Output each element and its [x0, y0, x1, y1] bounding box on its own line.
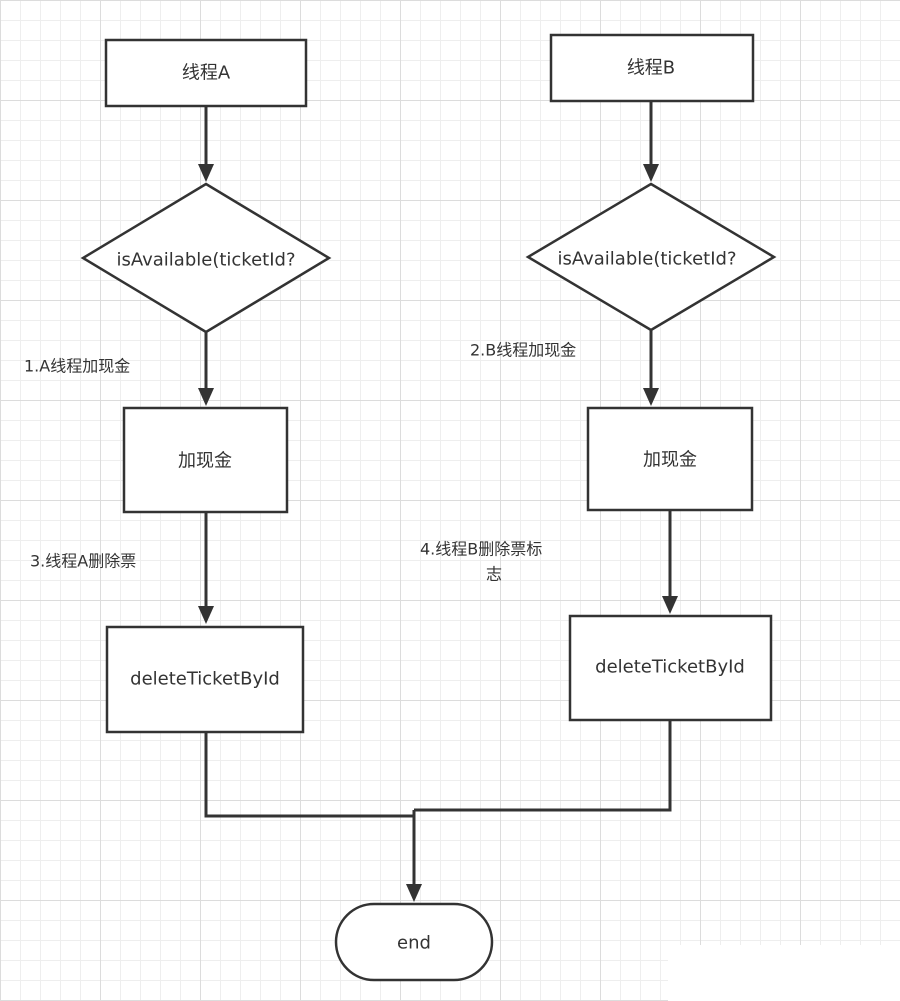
- end-label: end: [397, 933, 431, 954]
- add-cash-b-box: [586, 406, 754, 512]
- arrowhead-icon: [198, 164, 214, 182]
- arrowhead-icon: [198, 388, 214, 406]
- arrowhead-icon: [643, 164, 659, 182]
- arrowhead-icon: [198, 606, 214, 624]
- edge-label-step1: 1.A线程加现金: [24, 357, 130, 376]
- check-a-label: isAvailable(ticketId?: [116, 250, 295, 271]
- arrowhead-icon: [406, 884, 422, 902]
- delete-b-box: [568, 614, 773, 722]
- add-cash-a-box: [122, 406, 289, 514]
- edge-label-step4-line2: 志: [486, 565, 502, 584]
- delete-a-box: [105, 625, 305, 734]
- check-a-diamond: [80, 182, 332, 334]
- check-b-diamond: [525, 182, 777, 332]
- add-cash-b-label: 加现金: [643, 450, 697, 471]
- thread-b-label: 线程B: [627, 58, 675, 79]
- check-b-label: isAvailable(ticketId?: [557, 249, 736, 270]
- thread-b-box: [549, 33, 755, 103]
- end-terminator: [334, 902, 494, 982]
- watermark-cover: [668, 945, 900, 1001]
- delete-a-label: deleteTicketById: [130, 669, 280, 690]
- arrowhead-icon: [643, 388, 659, 406]
- delete-b-label: deleteTicketById: [595, 657, 745, 678]
- add-cash-a-label: 加现金: [178, 451, 232, 472]
- edge-delete-b-to-end: [414, 720, 672, 812]
- thread-a-box: [104, 38, 308, 108]
- edge-label-step4-line1: 4.线程B删除票标: [420, 540, 542, 559]
- thread-a-label: 线程A: [182, 63, 231, 84]
- edge-delete-a-to-end: [204, 732, 414, 818]
- arrowhead-icon: [662, 596, 678, 614]
- edge-label-step3: 3.线程A删除票: [30, 552, 136, 571]
- edge-label-step2: 2.B线程加现金: [470, 341, 576, 360]
